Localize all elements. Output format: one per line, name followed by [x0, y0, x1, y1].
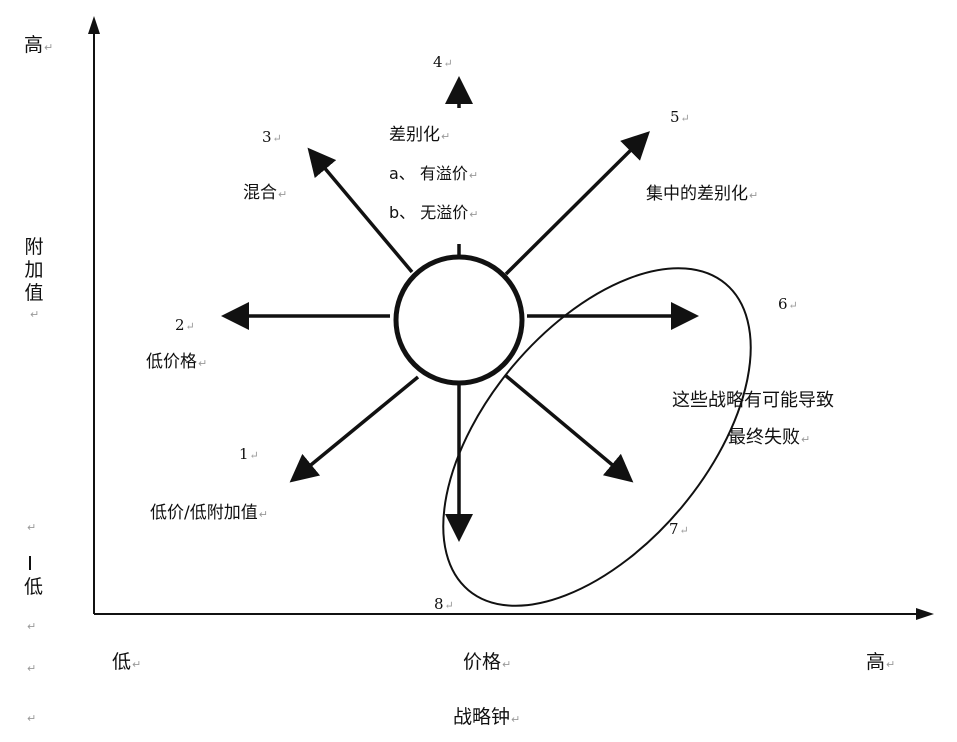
- strategy-4-sub-a: a、 有溢价↵: [389, 164, 479, 183]
- arrow-7: [503, 373, 634, 483]
- failure-zone-ellipse: [442, 267, 752, 607]
- diagram-caption: 战略钟↵: [453, 706, 521, 728]
- x-axis-arrowhead: [916, 608, 934, 620]
- strategy-5-label: 集中的差别化↵: [646, 184, 759, 204]
- strategy-2-label: 低价格↵: [146, 352, 208, 372]
- strategy-4-label: 差别化↵: [389, 125, 451, 145]
- strategy-7-number: 7↵: [669, 520, 689, 538]
- return-mark: ↵: [27, 712, 37, 725]
- y-axis-title: 附加值: [24, 236, 44, 304]
- strategy-5-number: 5↵: [670, 108, 690, 126]
- strategy-3-number: 3↵: [262, 128, 282, 146]
- failure-note-line1: 这些战略有可能导致: [672, 390, 834, 411]
- return-mark: ↵: [27, 521, 37, 534]
- strategy-8-number: 8↵: [434, 595, 454, 613]
- strategy-1-number: 1↵: [239, 445, 259, 463]
- arrow-5: [504, 131, 650, 276]
- y-axis-arrowhead: [88, 16, 100, 34]
- strategy-3-label: 混合↵: [243, 183, 288, 203]
- center-circle: [393, 254, 525, 386]
- y-axis-low-label: 低: [24, 576, 44, 598]
- strategy-4-number: 4↵: [433, 53, 453, 71]
- arrow-3: [307, 147, 414, 274]
- failure-note-line2: 最终失败↵: [728, 427, 811, 448]
- x-axis-low-label: 低↵: [112, 651, 142, 673]
- strategy-2-number: 2↵: [175, 316, 195, 334]
- arrow-1: [289, 375, 420, 483]
- x-axis-title: 价格↵: [463, 651, 512, 673]
- strategy-1-label: 低价/低附加值↵: [150, 503, 268, 523]
- strategy-6-number: 6↵: [778, 295, 798, 313]
- return-mark: ↵: [27, 620, 37, 633]
- return-mark: ↵: [30, 308, 40, 321]
- strategy-4-sub-b: b、 无溢价↵: [389, 203, 479, 222]
- return-mark: ↵: [27, 662, 37, 675]
- x-axis-high-label: 高↵: [866, 651, 896, 673]
- y-axis-high-label: 高↵: [24, 34, 54, 56]
